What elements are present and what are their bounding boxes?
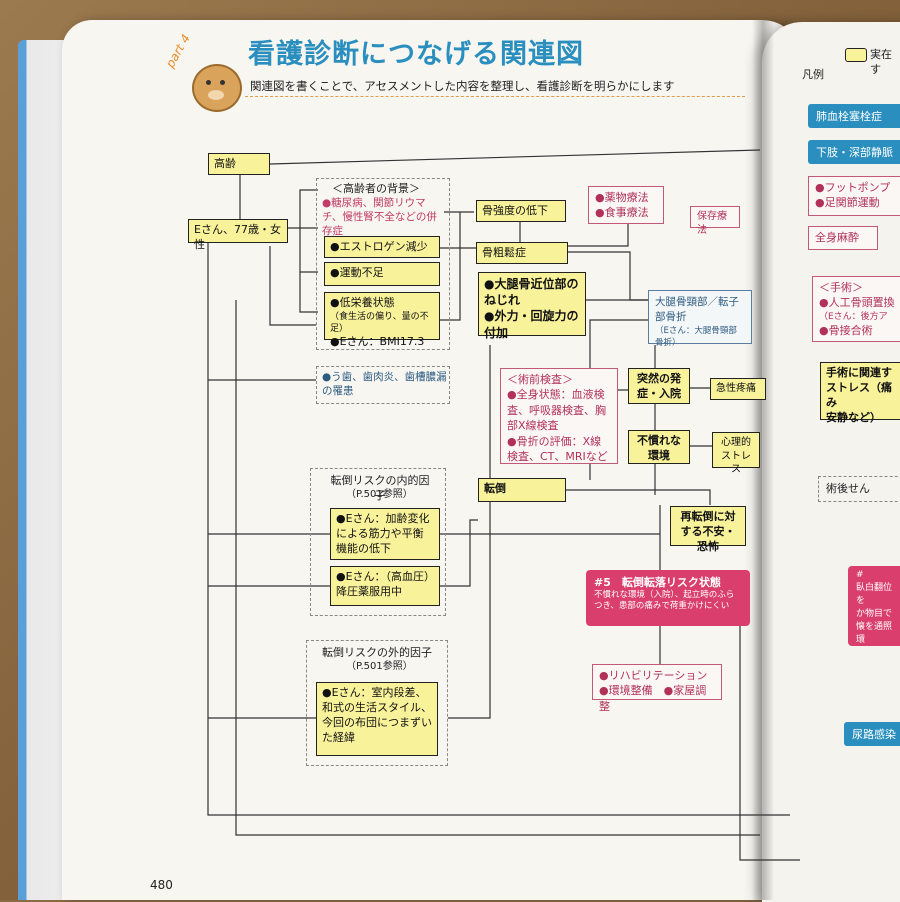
legend-item: 実在す [870, 48, 892, 76]
med-line2: ●食事療法 [595, 206, 649, 220]
node-unfamiliar: 不慣れな環境 [628, 430, 690, 464]
surgery-line3: ●骨接合術 [819, 324, 873, 338]
node-internal2: ●Eさん：（高血圧）降圧薬服用中 [330, 566, 440, 606]
node-osteo: 骨粗鬆症 [476, 242, 568, 264]
node-bone-strength: 骨強度の低下 [476, 200, 566, 222]
background-title: ＜高齢者の背景＞ [332, 182, 420, 195]
right-anesthesia: 全身麻酔 [808, 226, 878, 250]
internal-group [310, 468, 446, 616]
fracture-line1: 大腿骨頸部／転子部骨折 [655, 296, 739, 323]
internal-title: 転倒リスクの内的因子 [330, 474, 430, 502]
fracture-line2: （Eさん：大腿骨頸部骨折） [655, 326, 737, 348]
bear-mascot-icon [192, 64, 242, 112]
node-onset: 突然の発症・入院 [628, 368, 690, 404]
rehab-line2: ●環境整備 ●家屋調整 [599, 684, 707, 713]
right-postop-box [818, 476, 900, 502]
related-line3: 安静など） [826, 410, 881, 424]
med-line1: ●薬物療法 [595, 191, 649, 204]
surgery-line1: ●人工骨頭置換 [819, 296, 895, 310]
rehab-line1: ●リハビリテーション [599, 669, 708, 682]
right-related: 手術に関連す ストレス（痛み 安静など） [820, 362, 900, 424]
node-internal1: ●Eさん：加齢変化による筋力や平衡機能の低下 [330, 508, 440, 560]
diagnosis-title: #5 転倒転落リスク状態 [594, 576, 721, 589]
preop-line1: ●全身状態：血液検査、呼吸器検査、胸部X線検査 [507, 388, 606, 433]
related-line1: 手術に関連す [826, 366, 892, 379]
right-foot-box: ●フットポンプ ●足関節運動 [808, 176, 900, 216]
page-subtitle: 関連図を書くことで、アセスメントした内容を整理し、看護診断を明らかにします [250, 79, 675, 93]
node-fall: 転倒 [478, 478, 566, 502]
legend-label: 凡例 [802, 68, 824, 81]
background-group [316, 178, 450, 350]
internal-ref: （P.501参照） [346, 489, 413, 500]
node-fear: 再転倒に対する不安・恐怖 [670, 506, 746, 553]
node-eiyou: ●低栄養状態 （食生活の偏り、量の不足） ●Eさん：BMI17.3 [324, 292, 440, 348]
eiyou-line2: （食生活の偏り、量の不足） [330, 311, 429, 334]
preop-line2: ●骨折の評価：X線検査、CT、MRIなど [507, 434, 608, 463]
external-ref: （P.501参照） [346, 661, 413, 672]
oral-item: ●う歯、歯肉炎、歯槽膿漏の罹患 [322, 371, 447, 398]
rdiag-line1: # [856, 570, 864, 580]
bmi-line: ●Eさん：BMI17.3 [330, 335, 425, 349]
node-estrogen: ●エストロゲン減少 [324, 236, 440, 258]
right-diagnosis-fragment: # 臥白翻位を か物目で 懐を通照環 [848, 566, 900, 646]
background-item: ●糖尿病、関節リウマチ、慢性腎不全などの併存症 [322, 197, 437, 238]
rehab-box: ●リハビリテーション ●環境整備 ●家屋調整 [592, 664, 722, 713]
right-uti: 尿路感染 [844, 722, 900, 746]
page-number: 480 [150, 878, 173, 892]
femur-line2: ●外力・回旋力の付加 [484, 309, 579, 340]
node-patient: Eさん、77歳・女性 [188, 219, 288, 251]
oral-group [316, 366, 450, 404]
node-femur: ●大腿骨近位部のねじれ ●外力・回旋力の付加 [478, 272, 586, 340]
node-pain: 急性疼痛 [710, 378, 766, 400]
external-group [306, 640, 448, 766]
preop-title: ＜術前検査＞ [507, 373, 573, 386]
diagnosis-desc: 不慣れな環境（入院）、起立時のふらつき、患部の痛みで荷重かけにくい [594, 590, 735, 612]
right-dvt: 下肢・深部静脈 [808, 140, 900, 164]
header-divider [245, 96, 745, 97]
medication-box: ●薬物療法 ●食事療法 [588, 186, 664, 224]
foot-line2: ●足関節運動 [815, 196, 880, 210]
surgery-line2: （Eさん：後方ア [819, 311, 888, 322]
node-undou: ●運動不足 [324, 262, 440, 286]
femur-line1: ●大腿骨近位部のねじれ [484, 277, 579, 308]
right-postop: 術後せん [826, 482, 870, 495]
legend-swatch [845, 48, 867, 62]
foot-line1: ●フットポンプ [815, 181, 891, 194]
right-page [762, 22, 900, 902]
right-pe: 肺血栓塞栓症 [808, 104, 900, 128]
line-kourei-right [269, 149, 761, 165]
related-line2: ストレス（痛み [826, 380, 892, 409]
nursing-diagnosis-box: #5 転倒転落リスク状態 不慣れな環境（入院）、起立時のふらつき、患部の痛みで荷… [586, 570, 750, 626]
surgery-title: ＜手術＞ [819, 281, 863, 294]
eiyou-line1: ●低栄養状態 [330, 296, 395, 309]
external-title: 転倒リスクの外的因子 [322, 646, 432, 659]
book-gutter [752, 20, 774, 900]
page-title: 看護診断につなげる関連図 [248, 39, 584, 70]
right-surgery-box: ＜手術＞ ●人工骨頭置換 （Eさん：後方ア ●骨接合術 [812, 276, 900, 342]
node-external1: ●Eさん：室内段差、和式の生活スタイル、今回の布団につまずいた経緯 [316, 682, 438, 756]
conservative-box: 保存療法 [690, 206, 740, 236]
node-fracture: 大腿骨頸部／転子部骨折 （Eさん：大腿骨頸部骨折） [648, 290, 752, 348]
rdiag-line2: 臥白翻位を [856, 583, 893, 606]
node-kourei: 高齢 [208, 153, 270, 175]
rdiag-line4: 懐を通照環 [856, 622, 893, 645]
rdiag-line3: か物目で [856, 609, 893, 619]
preop-box: ＜術前検査＞ ●全身状態：血液検査、呼吸器検査、胸部X線検査 ●骨折の評価：X線… [500, 368, 618, 464]
node-stress: 心理的ストレス [712, 432, 760, 475]
